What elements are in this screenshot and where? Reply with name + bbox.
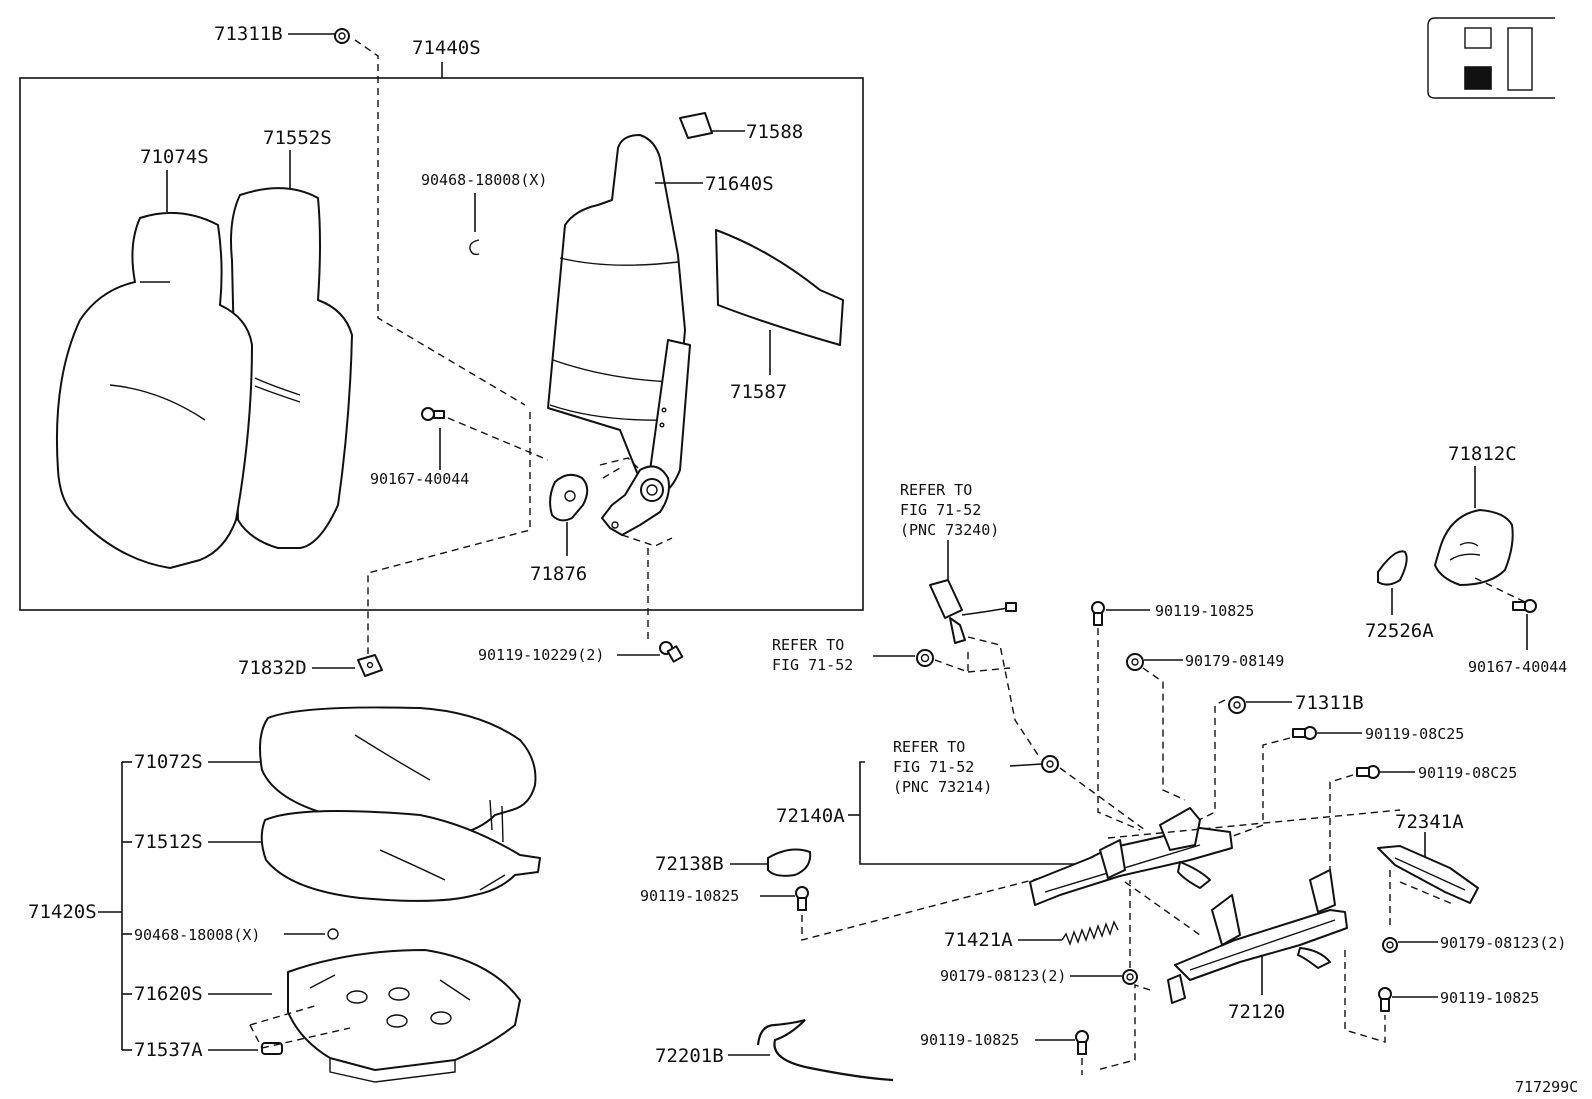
recliner-mechanism bbox=[601, 465, 670, 536]
label-90119-10825-right: 90119-10825 bbox=[1440, 989, 1539, 1007]
spring-71421A bbox=[1061, 920, 1119, 947]
knob-72138B bbox=[767, 848, 812, 877]
cap-71537A bbox=[261, 1042, 283, 1055]
label-71552S: 71552S bbox=[263, 127, 332, 149]
label-90179-08149: 90179-08149 bbox=[1185, 652, 1284, 670]
label-71812C: 71812C bbox=[1448, 443, 1517, 465]
cover-71812C bbox=[1434, 509, 1514, 586]
label-90468-18008-top: 90468-18008(X) bbox=[421, 171, 547, 189]
label-90119-08C25-b: 90119-08C25 bbox=[1418, 764, 1517, 782]
refer1-line2: FIG 71-52 bbox=[900, 501, 981, 519]
refer3-line2: FIG 71-52 bbox=[893, 758, 974, 776]
wire-72201B bbox=[756, 1018, 894, 1082]
label-71588: 71588 bbox=[746, 121, 803, 143]
label-90468-18008-bottom: 90468-18008(X) bbox=[134, 926, 260, 944]
seatback-frame-71640S bbox=[547, 134, 691, 496]
label-71537A: 71537A bbox=[134, 1039, 203, 1061]
nut-90179-08123-left bbox=[1122, 969, 1138, 985]
label-71072S: 71072S bbox=[134, 751, 203, 773]
clip-71311B-mid bbox=[1228, 696, 1246, 714]
seat-track-upper bbox=[1029, 807, 1233, 906]
hog-ring-90468-bottom bbox=[327, 928, 339, 940]
track-cover-72341A bbox=[1377, 845, 1479, 904]
nut-refer2 bbox=[916, 649, 934, 667]
label-90167-40044-left: 90167-40044 bbox=[370, 470, 469, 488]
seat-location-icon bbox=[1427, 17, 1555, 99]
refer2-line1: REFER TO bbox=[772, 636, 844, 654]
label-71620S: 71620S bbox=[134, 983, 203, 1005]
refer1-line3: (PNC 73240) bbox=[900, 521, 999, 539]
bolt-90119-10825-b bbox=[795, 886, 809, 911]
bolt-90167-40044-left bbox=[421, 407, 445, 421]
refer3-line1: REFER TO bbox=[893, 738, 965, 756]
label-72341A: 72341A bbox=[1395, 811, 1464, 833]
label-71311B-mid: 71311B bbox=[1295, 692, 1364, 714]
label-71832D: 71832D bbox=[238, 657, 307, 679]
label-72138B: 72138B bbox=[655, 853, 724, 875]
label-90179-08123-right: 90179-08123(2) bbox=[1440, 934, 1566, 952]
bracket-71832D bbox=[357, 654, 383, 677]
label-90167-40044-right: 90167-40044 bbox=[1468, 658, 1567, 676]
bolt-90119-10229 bbox=[659, 641, 684, 663]
label-72140A: 72140A bbox=[776, 805, 845, 827]
recliner-cover-71876 bbox=[549, 473, 589, 522]
bolt-90119-08C25-a bbox=[1292, 726, 1317, 740]
seat-cushion-frame-71620S bbox=[287, 949, 521, 1083]
bolt-90119-08C25-b bbox=[1356, 765, 1380, 779]
refer1-line1: REFER TO bbox=[900, 481, 972, 499]
hog-ring-90468-top bbox=[469, 239, 480, 256]
label-71074S: 71074S bbox=[140, 146, 209, 168]
label-71512S: 71512S bbox=[134, 831, 203, 853]
label-71420S: 71420S bbox=[28, 901, 97, 923]
label-90119-10825-b: 90119-10825 bbox=[640, 887, 739, 905]
seatbelt-buckle bbox=[929, 579, 1017, 644]
bolt-90119-10825-d bbox=[1075, 1030, 1089, 1055]
refer3-line3: (PNC 73214) bbox=[893, 778, 992, 796]
bolt-90167-40044-right bbox=[1512, 599, 1537, 613]
label-71876: 71876 bbox=[530, 563, 587, 585]
label-71440S: 71440S bbox=[412, 37, 481, 59]
label-90179-08123-left: 90179-08123(2) bbox=[940, 967, 1066, 985]
seat-cushion-pad-71512S bbox=[260, 810, 541, 902]
clip-71311B-top bbox=[334, 28, 350, 44]
nut-90179-08149 bbox=[1126, 653, 1144, 671]
label-90119-10825-d: 90119-10825 bbox=[920, 1031, 1019, 1049]
label-71311B-top: 71311B bbox=[214, 23, 283, 45]
label-71587: 71587 bbox=[730, 381, 787, 403]
bolt-90119-10825-a bbox=[1091, 601, 1105, 626]
label-72201B: 72201B bbox=[655, 1045, 724, 1067]
label-90119-08C25-a: 90119-08C25 bbox=[1365, 725, 1464, 743]
seatback-pad-71552S bbox=[230, 187, 353, 549]
seatback-board-71587 bbox=[715, 229, 844, 346]
diagram-id: 717299C bbox=[1515, 1078, 1578, 1096]
refer2-line2: FIG 71-52 bbox=[772, 656, 853, 674]
label-90119-10825-a: 90119-10825 bbox=[1155, 602, 1254, 620]
nut-90179-08123-right bbox=[1382, 937, 1398, 953]
seat-track-lower-72120 bbox=[1167, 869, 1348, 1004]
label-72120: 72120 bbox=[1228, 1001, 1285, 1023]
bolt-90119-10825-right bbox=[1378, 987, 1392, 1012]
label-patch-71588 bbox=[679, 112, 713, 139]
label-71640S: 71640S bbox=[705, 173, 774, 195]
seatback-cover-71074S bbox=[55, 211, 253, 569]
trim-72526A bbox=[1377, 550, 1408, 586]
label-71421A: 71421A bbox=[944, 929, 1013, 951]
nut-refer3 bbox=[1041, 755, 1059, 773]
label-90119-10229: 90119-10229(2) bbox=[478, 646, 604, 664]
label-72526A: 72526A bbox=[1365, 620, 1434, 642]
seat-cushion-cover-71072S bbox=[259, 706, 537, 843]
